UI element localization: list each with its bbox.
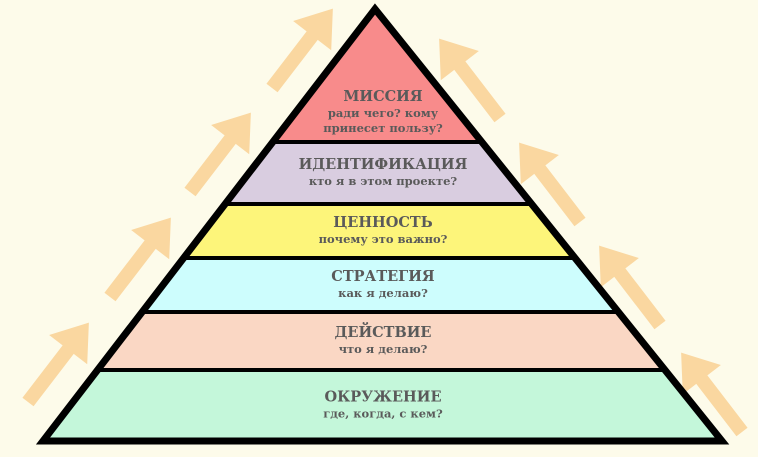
level-subtitle: кто я в этом проекте? <box>309 174 458 188</box>
level-band-2 <box>225 142 532 204</box>
pyramid-outline <box>35 3 730 445</box>
arrow-up-icon <box>599 245 666 330</box>
arrow-up-icon <box>104 217 171 302</box>
level-subtitle: как я делаю? <box>338 286 428 300</box>
level-subtitle: что я делаю? <box>339 342 428 356</box>
level-title: ДЕЙСТВИЕ <box>335 322 432 341</box>
level-band-4 <box>142 258 619 312</box>
arrow-up-icon <box>439 38 506 123</box>
arrow-up-icon <box>22 322 89 407</box>
arrow-up-icon <box>266 8 333 93</box>
level-title: ЦЕННОСТЬ <box>333 214 432 231</box>
level-subtitle: ради чего? кому <box>328 106 439 120</box>
level-subtitle: почему это важно? <box>319 232 448 246</box>
level-subtitle: принесет пользу? <box>323 121 443 135</box>
level-band-5 <box>97 312 665 370</box>
level-band-3 <box>183 204 576 258</box>
arrows-right <box>439 38 748 437</box>
arrow-up-icon <box>519 142 586 227</box>
level-title: СТРАТЕГИЯ <box>331 268 435 285</box>
level-dividers <box>97 140 665 372</box>
level-band-6 <box>43 370 722 441</box>
level-title: ОКРУЖЕНИЕ <box>324 389 441 406</box>
pyramid-levels <box>43 9 722 441</box>
arrow-up-icon <box>184 112 251 197</box>
level-title: МИССИЯ <box>343 88 423 105</box>
level-band-1 <box>272 9 482 142</box>
arrow-up-icon <box>681 352 748 437</box>
level-title: ИДЕНТИФИКАЦИЯ <box>299 156 468 173</box>
arrows-left <box>22 8 333 407</box>
level-subtitle: где, когда, с кем? <box>323 407 443 421</box>
